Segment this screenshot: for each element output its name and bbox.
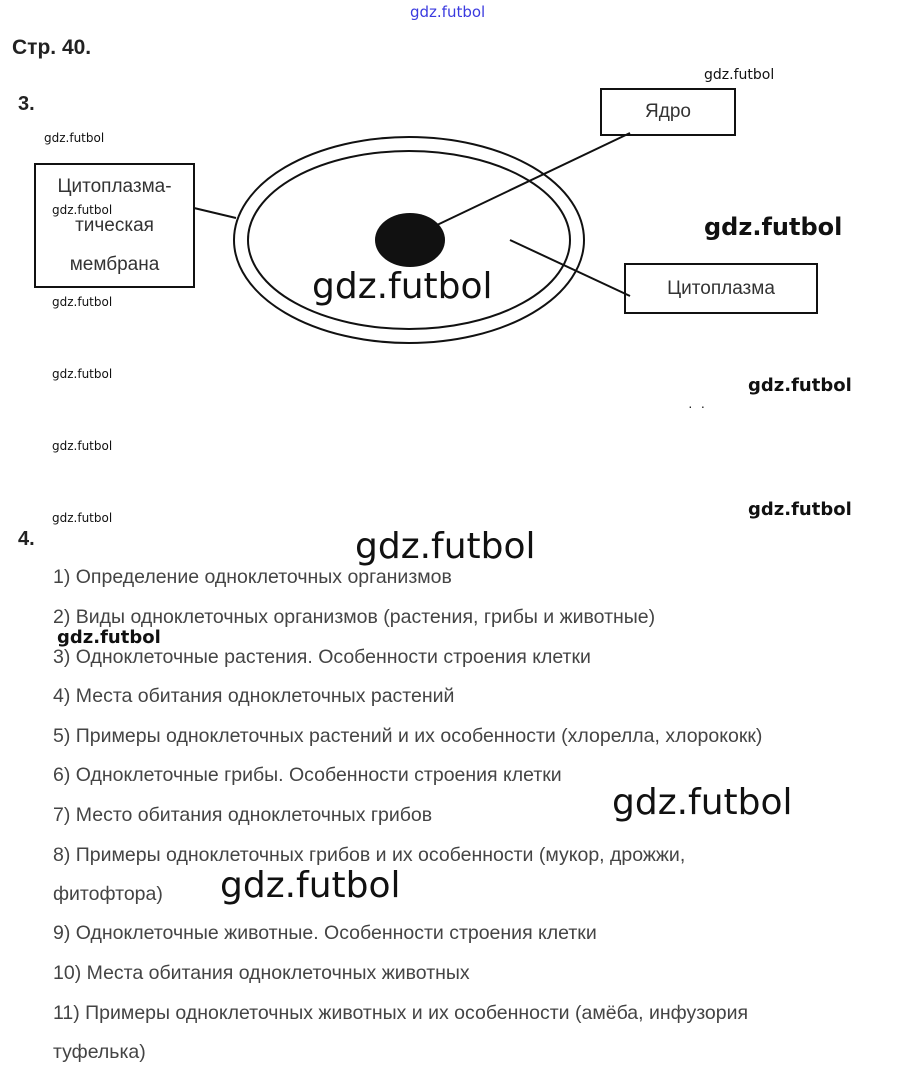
watermark: gdz.futbol (44, 131, 105, 145)
cytoplasm-pointer (509, 239, 631, 297)
list-item: 7) Место обитания одноклеточных грибов (53, 804, 433, 826)
membrane-label-line: мембрана (69, 254, 160, 275)
membrane-label-line: Цитоплазма- (57, 176, 172, 197)
watermark: gdz.futbol (704, 213, 843, 241)
nucleus-label: Ядро (645, 101, 691, 122)
membrane-pointer (193, 207, 237, 219)
list-item: туфелька) (53, 1041, 146, 1063)
watermark: gdz.futbol (612, 782, 793, 823)
task3-number: 3. (18, 93, 35, 115)
task4-number: 4. (18, 528, 35, 550)
list-item: 10) Места обитания одноклеточных животны… (53, 962, 470, 984)
cell-outer-membrane (233, 136, 585, 344)
watermark: gdz.futbol (220, 865, 401, 906)
watermark: gdz.futbol (52, 295, 113, 309)
watermark: gdz.futbol (312, 266, 493, 307)
nucleus-label-box: Ядро (600, 88, 736, 136)
watermark: gdz.futbol (52, 367, 113, 381)
header-link[interactable]: gdz.futbol (410, 3, 486, 21)
list-item: 3) Одноклеточные растения. Особенности с… (53, 646, 591, 668)
list-item: 6) Одноклеточные грибы. Особенности стро… (53, 764, 562, 786)
page-title: Стр. 40. (12, 36, 92, 59)
nucleus-shape (375, 213, 445, 267)
watermark: gdz.futbol (748, 375, 852, 396)
list-item: 9) Одноклеточные животные. Особенности с… (53, 922, 597, 944)
watermark: gdz.futbol (355, 526, 536, 567)
list-item: 1) Определение одноклеточных организмов (53, 566, 452, 588)
list-item: 5) Примеры одноклеточных растений и их о… (53, 725, 763, 747)
nucleus-pointer (436, 132, 631, 226)
membrane-label-box: Цитоплазма- тическая мембрана (34, 163, 195, 288)
list-item: фитофтора) (53, 883, 163, 905)
cytoplasm-label: Цитоплазма (667, 277, 775, 299)
cytoplasm-label-box: Цитоплазма (624, 263, 818, 314)
list-item: 11) Примеры одноклеточных животных и их … (53, 1002, 749, 1024)
watermark: gdz.futbol (704, 67, 775, 83)
list-item: 4) Места обитания одноклеточных растений (53, 685, 455, 707)
watermark: gdz.futbol (52, 203, 113, 217)
membrane-label-line: тическая (75, 215, 154, 236)
cell-diagram (193, 132, 631, 344)
cell-inner-membrane (247, 150, 571, 330)
dots: · · (688, 398, 706, 414)
list-item: 2) Виды одноклеточных организмов (растен… (53, 606, 656, 628)
watermark: gdz.futbol (57, 627, 161, 648)
watermark: gdz.futbol (52, 439, 113, 453)
list-item: 8) Примеры одноклеточных грибов и их осо… (53, 844, 686, 866)
watermark: gdz.futbol (52, 511, 113, 525)
watermark: gdz.futbol (748, 499, 852, 520)
